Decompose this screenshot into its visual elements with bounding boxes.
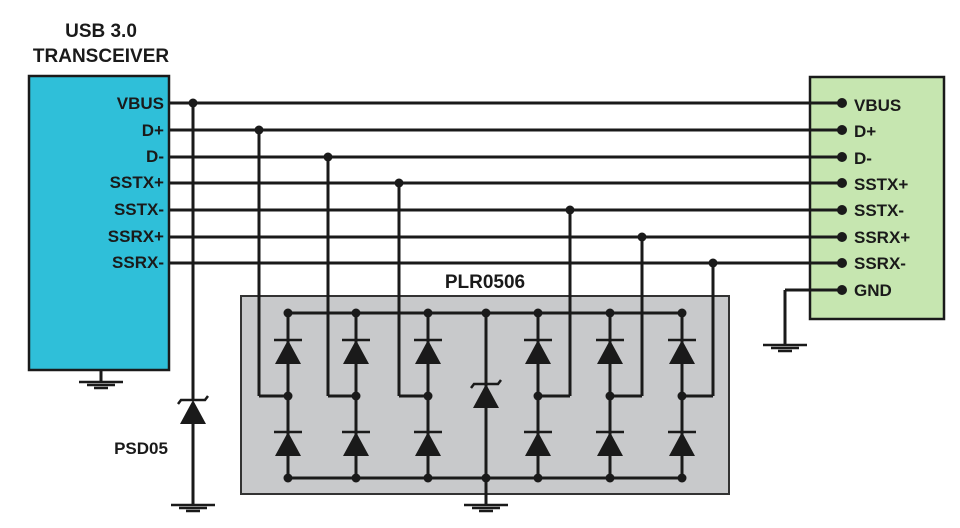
- plr-top-node-dminus: [351, 308, 361, 318]
- plr-lower-diode-ssrxminus: [668, 430, 696, 456]
- plr-lower-diode-dminus: [342, 430, 370, 456]
- plr-zener-diode-body: [473, 384, 499, 408]
- plr-top-node-ssrxminus: [677, 308, 687, 318]
- psd05-ground-symbol: [171, 503, 215, 513]
- plr-upper-diode-sstxminus: [524, 338, 552, 364]
- plr-upper-diode-dplus: [274, 338, 302, 364]
- plr-bottom-node-dminus: [351, 473, 361, 483]
- connector-pin-vbus: VBUS: [854, 96, 901, 115]
- plr-upper-diode-ssrxplus-body: [597, 340, 623, 364]
- plr-upper-diode-ssrxminus: [668, 338, 696, 364]
- plr-top-node-sstxminus: [533, 308, 543, 318]
- transceiver-pin-vbus: VBUS: [117, 94, 164, 113]
- components: [79, 338, 807, 513]
- plr-lower-diode-sstxminus-body: [525, 432, 551, 456]
- plr-lower-diode-dminus-body: [343, 432, 369, 456]
- plr0506-label: PLR0506: [445, 272, 525, 293]
- plr-upper-diode-ssrxplus: [596, 338, 624, 364]
- plr-zener-diode: [470, 379, 502, 408]
- connector-terminal-dminus: [837, 152, 847, 162]
- plr-lower-diode-dplus: [274, 430, 302, 456]
- plr-ground-symbol: [464, 503, 508, 513]
- plr-lower-diode-ssrxplus: [596, 430, 624, 456]
- transceiver-pin-sstxplus: SSTX+: [110, 173, 164, 192]
- connector-terminal-ssrxplus: [837, 232, 847, 242]
- connector-ground-symbol: [763, 343, 807, 353]
- connector-pin-sstxminus: SSTX-: [854, 201, 904, 220]
- plr-top-node-ssrxplus: [605, 308, 615, 318]
- connector-terminal-vbus: [837, 98, 847, 108]
- connector-terminal-sstxminus: [837, 205, 847, 215]
- transceiver-pin-sstxminus: SSTX-: [114, 200, 164, 219]
- plr-lower-diode-ssrxplus-body: [597, 432, 623, 456]
- plr-top-node-dplus: [283, 308, 293, 318]
- connector-pin-ssrxplus: SSRX+: [854, 228, 910, 247]
- psd05-diode-bar: [177, 395, 209, 405]
- psd05-diode: [177, 395, 209, 424]
- transceiver-ground-symbol: [79, 380, 123, 390]
- plr-lower-diode-sstxminus: [524, 430, 552, 456]
- plr-bottom-node-sstxplus: [423, 473, 433, 483]
- transceiver-block: [27, 74, 171, 372]
- connector-pin-gnd: GND: [854, 281, 892, 300]
- plr-bottom-node-ssrxminus: [677, 473, 687, 483]
- transceiver-pin-ssrxplus: SSRX+: [108, 227, 164, 246]
- plr-zener-diode-bar: [470, 379, 502, 389]
- psd05-label: PSD05: [114, 439, 168, 458]
- plr-upper-diode-sstxminus-body: [525, 340, 551, 364]
- connector-terminal-dplus: [837, 125, 847, 135]
- plr-bottom-node-sstxminus: [533, 473, 543, 483]
- plr-bottom-node-dplus: [283, 473, 293, 483]
- plr-top-node-sstxplus: [423, 308, 433, 318]
- connector-pin-sstxplus: SSTX+: [854, 175, 908, 194]
- connector-terminal-ssrxminus: [837, 258, 847, 268]
- transceiver-pin-ssrxminus: SSRX-: [112, 253, 164, 272]
- plr-lower-diode-ssrxminus-body: [669, 432, 695, 456]
- plr-upper-diode-ssrxminus-body: [669, 340, 695, 364]
- connector-pin-ssrxminus: SSRX-: [854, 254, 906, 273]
- plr-bottom-node-ssrxplus: [605, 473, 615, 483]
- connector-terminal-sstxplus: [837, 178, 847, 188]
- plr-lower-diode-dplus-body: [275, 432, 301, 456]
- plr-upper-diode-dminus: [342, 338, 370, 364]
- transceiver-title-line2: TRANSCEIVER: [33, 46, 169, 67]
- plr-upper-diode-dplus-body: [275, 340, 301, 364]
- plr-upper-diode-dminus-body: [343, 340, 369, 364]
- plr-upper-diode-sstxplus-body: [415, 340, 441, 364]
- plr-lower-diode-sstxplus-body: [415, 432, 441, 456]
- transceiver-pin-dminus: D-: [146, 147, 164, 166]
- connector-block: [808, 75, 946, 321]
- plr-zener-top-node: [481, 308, 491, 318]
- plr-lower-diode-sstxplus: [414, 430, 442, 456]
- plr-upper-diode-sstxplus: [414, 338, 442, 364]
- connector-pin-dplus: D+: [854, 122, 876, 141]
- connector-pin-dminus: D-: [854, 149, 872, 168]
- transceiver-title-line1: USB 3.0: [65, 21, 137, 42]
- transceiver-pin-dplus: D+: [142, 121, 164, 140]
- psd05-diode-body: [180, 400, 206, 424]
